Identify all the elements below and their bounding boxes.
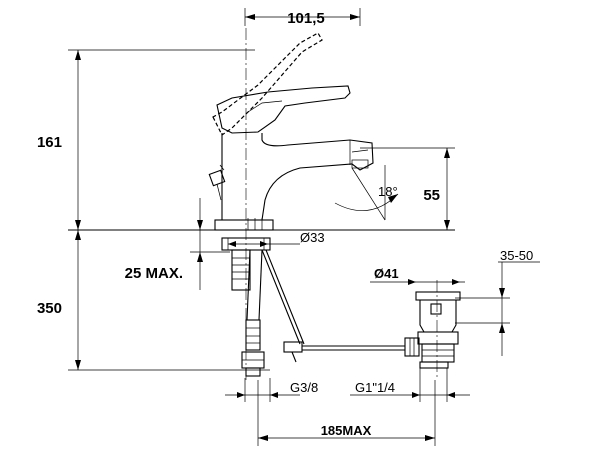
spout-height-dimension [360,147,455,230]
max-thickness-dimension [190,198,230,290]
faucet-body [214,85,374,231]
spout-height-label: 55 [423,187,440,204]
spout-angle-label: 18° [378,184,398,199]
base-diameter-label: Ø33 [300,230,325,245]
height-top-dimension [68,49,255,230]
popup-linkage [261,249,405,363]
spout-angle-indicator [334,165,399,221]
waste-thread-label: G1"1/4 [355,380,395,395]
waste-diameter-label: Ø41 [374,266,399,281]
supply-thread-label: G3/8 [290,380,318,395]
waste-diameter-dimension [370,279,465,285]
top-width-label: 101,5 [287,10,325,27]
top-width-dimension [244,8,361,26]
max-distance-label: 185MAX [321,423,372,438]
handle-raised-position [212,32,323,136]
max-thickness-label: 25 MAX. [125,265,183,282]
supply-thread-dimension [225,378,300,402]
max-distance-dimension [257,380,436,446]
height-top-label: 161 [37,134,62,151]
waste-range-dimension [455,261,540,356]
height-bottom-dimension [68,230,270,371]
waste-range-label: 35-50 [500,248,533,263]
supply-hose [241,249,265,377]
popup-rod [208,164,226,201]
waste-valve [404,291,461,369]
height-bottom-label: 350 [37,300,62,317]
waste-thread-dimension [350,368,470,402]
